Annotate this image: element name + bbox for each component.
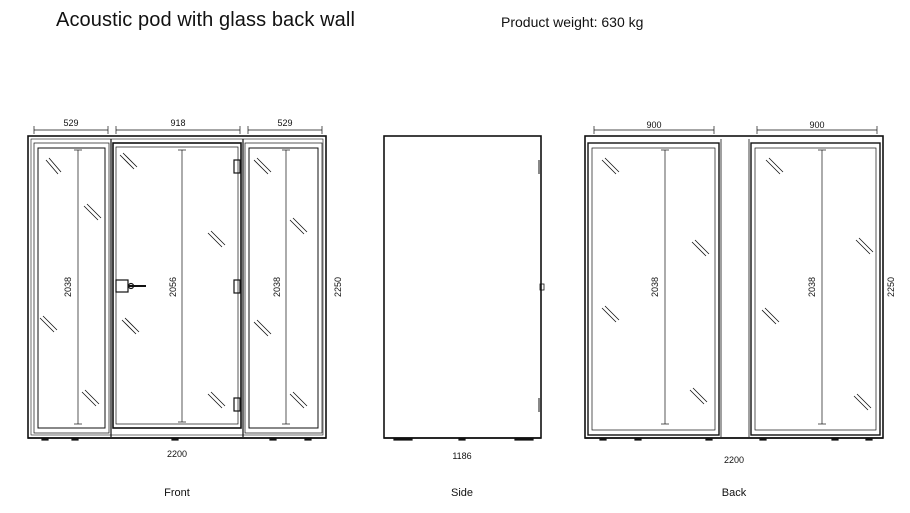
front-height-right-label: 2038 (272, 277, 282, 297)
door-hinge (233, 159, 241, 174)
side-depth-label: 1186 (452, 451, 471, 461)
front-height-total-label: 2250 (333, 277, 343, 297)
front-width-left-label: 529 (63, 118, 78, 128)
front-height-door-label: 2056 (168, 277, 178, 297)
back-caption: Back (722, 487, 747, 499)
side-caption: Side (451, 487, 473, 499)
front-width-door-label: 918 (170, 118, 185, 128)
front-right-glass-panel (244, 142, 323, 434)
front-dimension-lines (33, 126, 323, 425)
back-dimension-lines (593, 126, 878, 425)
back-height-right-label: 2038 (807, 277, 817, 297)
page-title: Acoustic pod with glass back wall (56, 9, 355, 31)
product-weight: Product weight: 630 kg (501, 14, 644, 30)
front-width-right-label: 529 (277, 118, 292, 128)
front-caption: Front (164, 487, 190, 499)
glass-reflection-marks (601, 157, 874, 411)
back-outer-frame (584, 135, 884, 439)
door-hinge (233, 397, 241, 412)
front-height-left-label: 2038 (63, 277, 73, 297)
front-width-total-label: 2200 (167, 449, 187, 459)
door-handle (115, 279, 146, 293)
glass-reflection-marks (39, 152, 308, 409)
back-right-glass-panel (750, 142, 881, 436)
front-left-glass-panel (33, 142, 110, 434)
side-view (383, 135, 545, 441)
side-outer-frame (383, 135, 542, 439)
front-door (112, 142, 242, 429)
back-view (584, 126, 884, 441)
back-width-left-label: 900 (646, 120, 661, 130)
back-left-glass-panel (587, 142, 720, 436)
back-height-total-label: 2250 (886, 277, 896, 297)
back-width-right-label: 900 (809, 120, 824, 130)
front-view (27, 126, 327, 441)
door-hinge (233, 279, 241, 294)
back-width-total-label: 2200 (724, 455, 744, 465)
back-height-left-label: 2038 (650, 277, 660, 297)
